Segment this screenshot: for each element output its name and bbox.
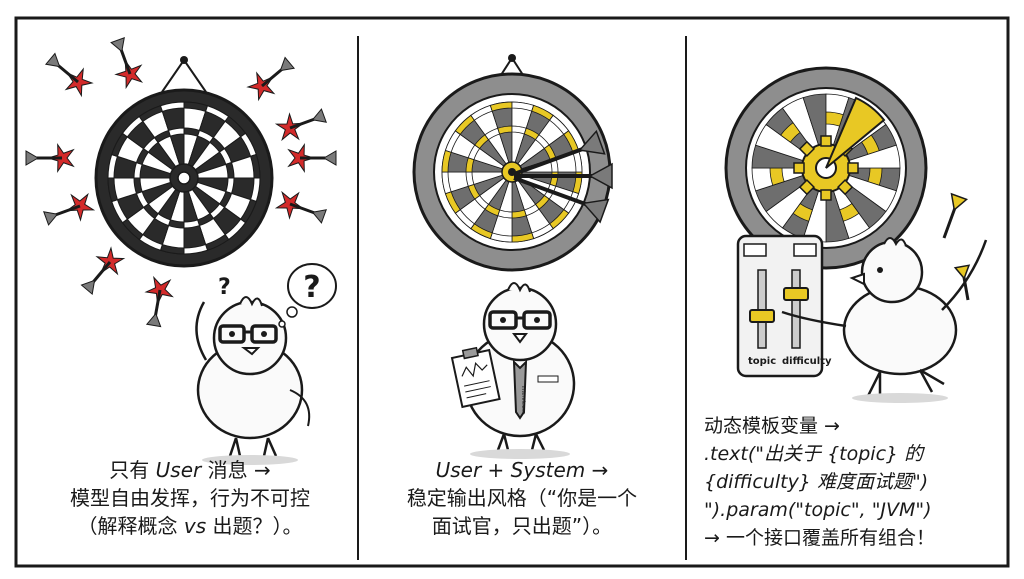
question-mark-big: ? bbox=[303, 270, 320, 305]
thought-bubble: ? bbox=[278, 263, 337, 328]
dartboard-dynamic bbox=[724, 66, 928, 270]
caption-3-line-4: ").param("topic", "JVM") bbox=[704, 499, 932, 521]
panel-2-art: Interviewer bbox=[412, 54, 613, 459]
caption-1-line-3: （解释概念 vs 出题？）。 bbox=[77, 514, 303, 538]
comic-frame bbox=[14, 16, 1010, 568]
confused-chicken bbox=[195, 296, 311, 465]
caption-3-line-3: {difficulty} 难度面试题") bbox=[704, 471, 929, 493]
tie-label: Interviewer bbox=[520, 386, 526, 415]
dartboard-unhit bbox=[94, 88, 274, 268]
caption-2-line-2: 稳定输出风格（“你是一个 bbox=[406, 486, 638, 510]
question-mark-small: ? bbox=[218, 275, 231, 300]
board-hanger bbox=[161, 58, 207, 93]
caption-1-line-2: 模型自由发挥，行为不可控 bbox=[70, 486, 310, 510]
vs-keyword: vs bbox=[183, 514, 207, 538]
panel-3-art: topic difficulty bbox=[724, 66, 988, 403]
dartboard-centered bbox=[412, 72, 612, 272]
panel-1-caption: 只有 User 消息 → 模型自由发挥，行为不可控 （解释概念 vs 出题？）。 bbox=[40, 456, 340, 540]
topic-label: topic bbox=[748, 356, 776, 367]
caption-3-line-1: 动态模板变量 → bbox=[704, 415, 840, 437]
caption-2-line-3: 面试官，只出题”）。 bbox=[431, 514, 613, 538]
slider-control-panel: topic difficulty bbox=[736, 234, 832, 378]
panel-1-art: ? ? bbox=[25, 37, 337, 465]
throwing-chicken bbox=[781, 192, 988, 403]
bullseye-darts bbox=[513, 129, 613, 224]
panel-3-caption: 动态模板变量 → .text("出关于 {topic} 的 {difficult… bbox=[704, 412, 1000, 552]
user-keyword: User bbox=[155, 458, 202, 482]
missed-darts bbox=[25, 37, 337, 328]
caption-3-line-5: → 一个接口覆盖所有组合！ bbox=[704, 527, 935, 549]
difficulty-label: difficulty bbox=[782, 356, 832, 367]
slider-topic bbox=[749, 269, 775, 349]
panel-2-caption: User + System → 稳定输出风格（“你是一个 面试官，只出题”）。 bbox=[372, 456, 672, 540]
caption-3-line-2: .text("出关于 {topic} 的 bbox=[704, 443, 924, 465]
caption-2-line-1: User + System → bbox=[435, 458, 609, 482]
slider-difficulty bbox=[783, 269, 809, 349]
interviewer-chicken: Interviewer bbox=[450, 282, 576, 459]
caption-1-line-1: 只有 User 消息 → bbox=[109, 458, 271, 482]
